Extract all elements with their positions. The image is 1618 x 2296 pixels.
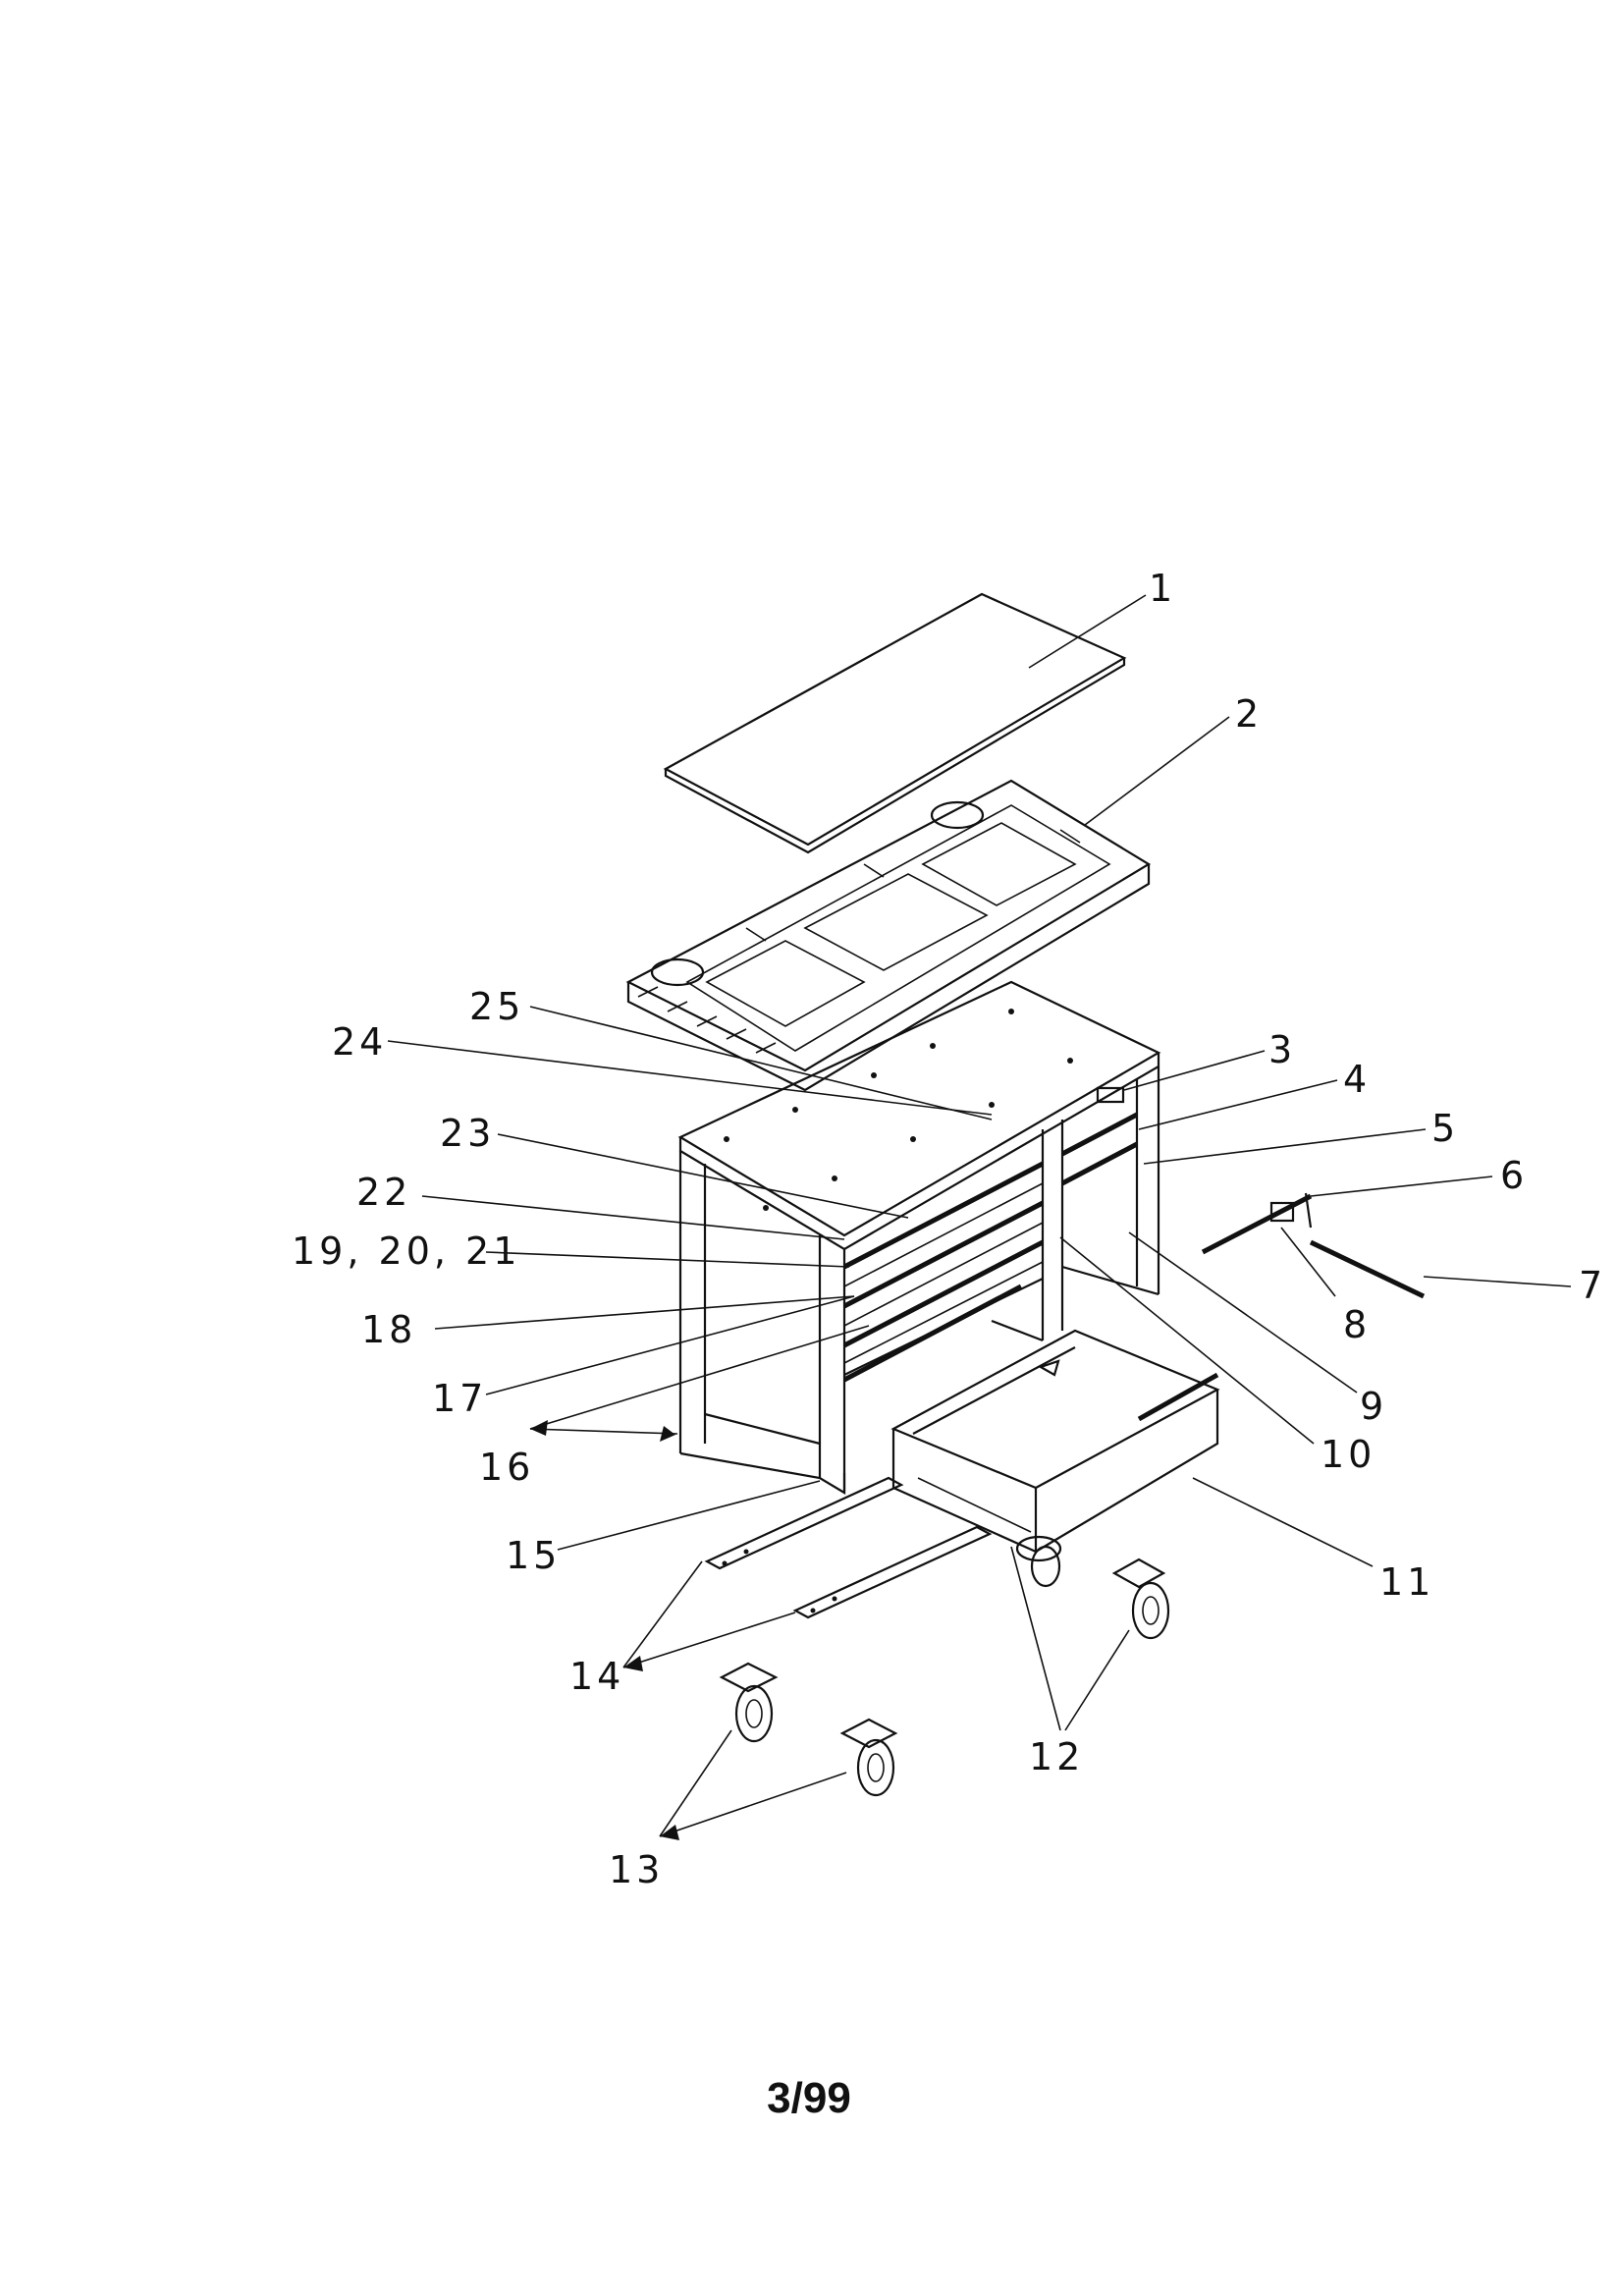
callout-25: 25 — [469, 985, 525, 1028]
callout-10: 10 — [1321, 1433, 1376, 1476]
part-2-top-tray — [625, 779, 1152, 1092]
caster-13b — [839, 1718, 898, 1797]
callout-24: 24 — [332, 1020, 388, 1064]
callout-7: 7 — [1579, 1264, 1607, 1307]
arrowhead-13 — [660, 1825, 679, 1840]
callout-14: 14 — [569, 1655, 625, 1698]
callout-1: 1 — [1149, 567, 1177, 610]
part-14-rails — [704, 1476, 993, 1619]
callout-2: 2 — [1235, 692, 1264, 736]
callout-23: 23 — [440, 1112, 496, 1155]
leader-lines — [387, 594, 1572, 1837]
callout-3: 3 — [1268, 1028, 1297, 1071]
callout-22: 22 — [356, 1171, 412, 1214]
callout-13: 13 — [609, 1848, 665, 1891]
arrowhead-16b — [530, 1420, 548, 1436]
callout-18: 18 — [361, 1308, 417, 1351]
caster-12a — [1015, 1535, 1062, 1588]
part-casters — [719, 1535, 1170, 1797]
callout-12: 12 — [1029, 1735, 1085, 1778]
caster-12b — [1111, 1558, 1170, 1640]
part-cabinet-body — [677, 980, 1161, 1495]
callout-4: 4 — [1343, 1058, 1372, 1101]
caster-13a — [719, 1662, 779, 1743]
callout-15: 15 — [506, 1534, 562, 1577]
part-1-mat — [663, 592, 1127, 854]
callout-9: 9 — [1360, 1385, 1388, 1428]
part-6-7-8-hardware — [1201, 1192, 1426, 1299]
callout-6: 6 — [1500, 1154, 1529, 1197]
arrowhead-16a — [660, 1426, 675, 1442]
page-code: 3/99 — [767, 2074, 851, 2122]
callout-8: 8 — [1343, 1303, 1372, 1346]
callout-19-20-21: 19, 20, 21 — [292, 1230, 521, 1273]
part-11-drawer — [890, 1329, 1220, 1554]
callout-11: 11 — [1379, 1560, 1435, 1604]
callout-16: 16 — [479, 1446, 535, 1489]
callout-5: 5 — [1431, 1107, 1460, 1150]
arrowhead-14 — [623, 1656, 643, 1671]
callout-17: 17 — [432, 1377, 488, 1420]
